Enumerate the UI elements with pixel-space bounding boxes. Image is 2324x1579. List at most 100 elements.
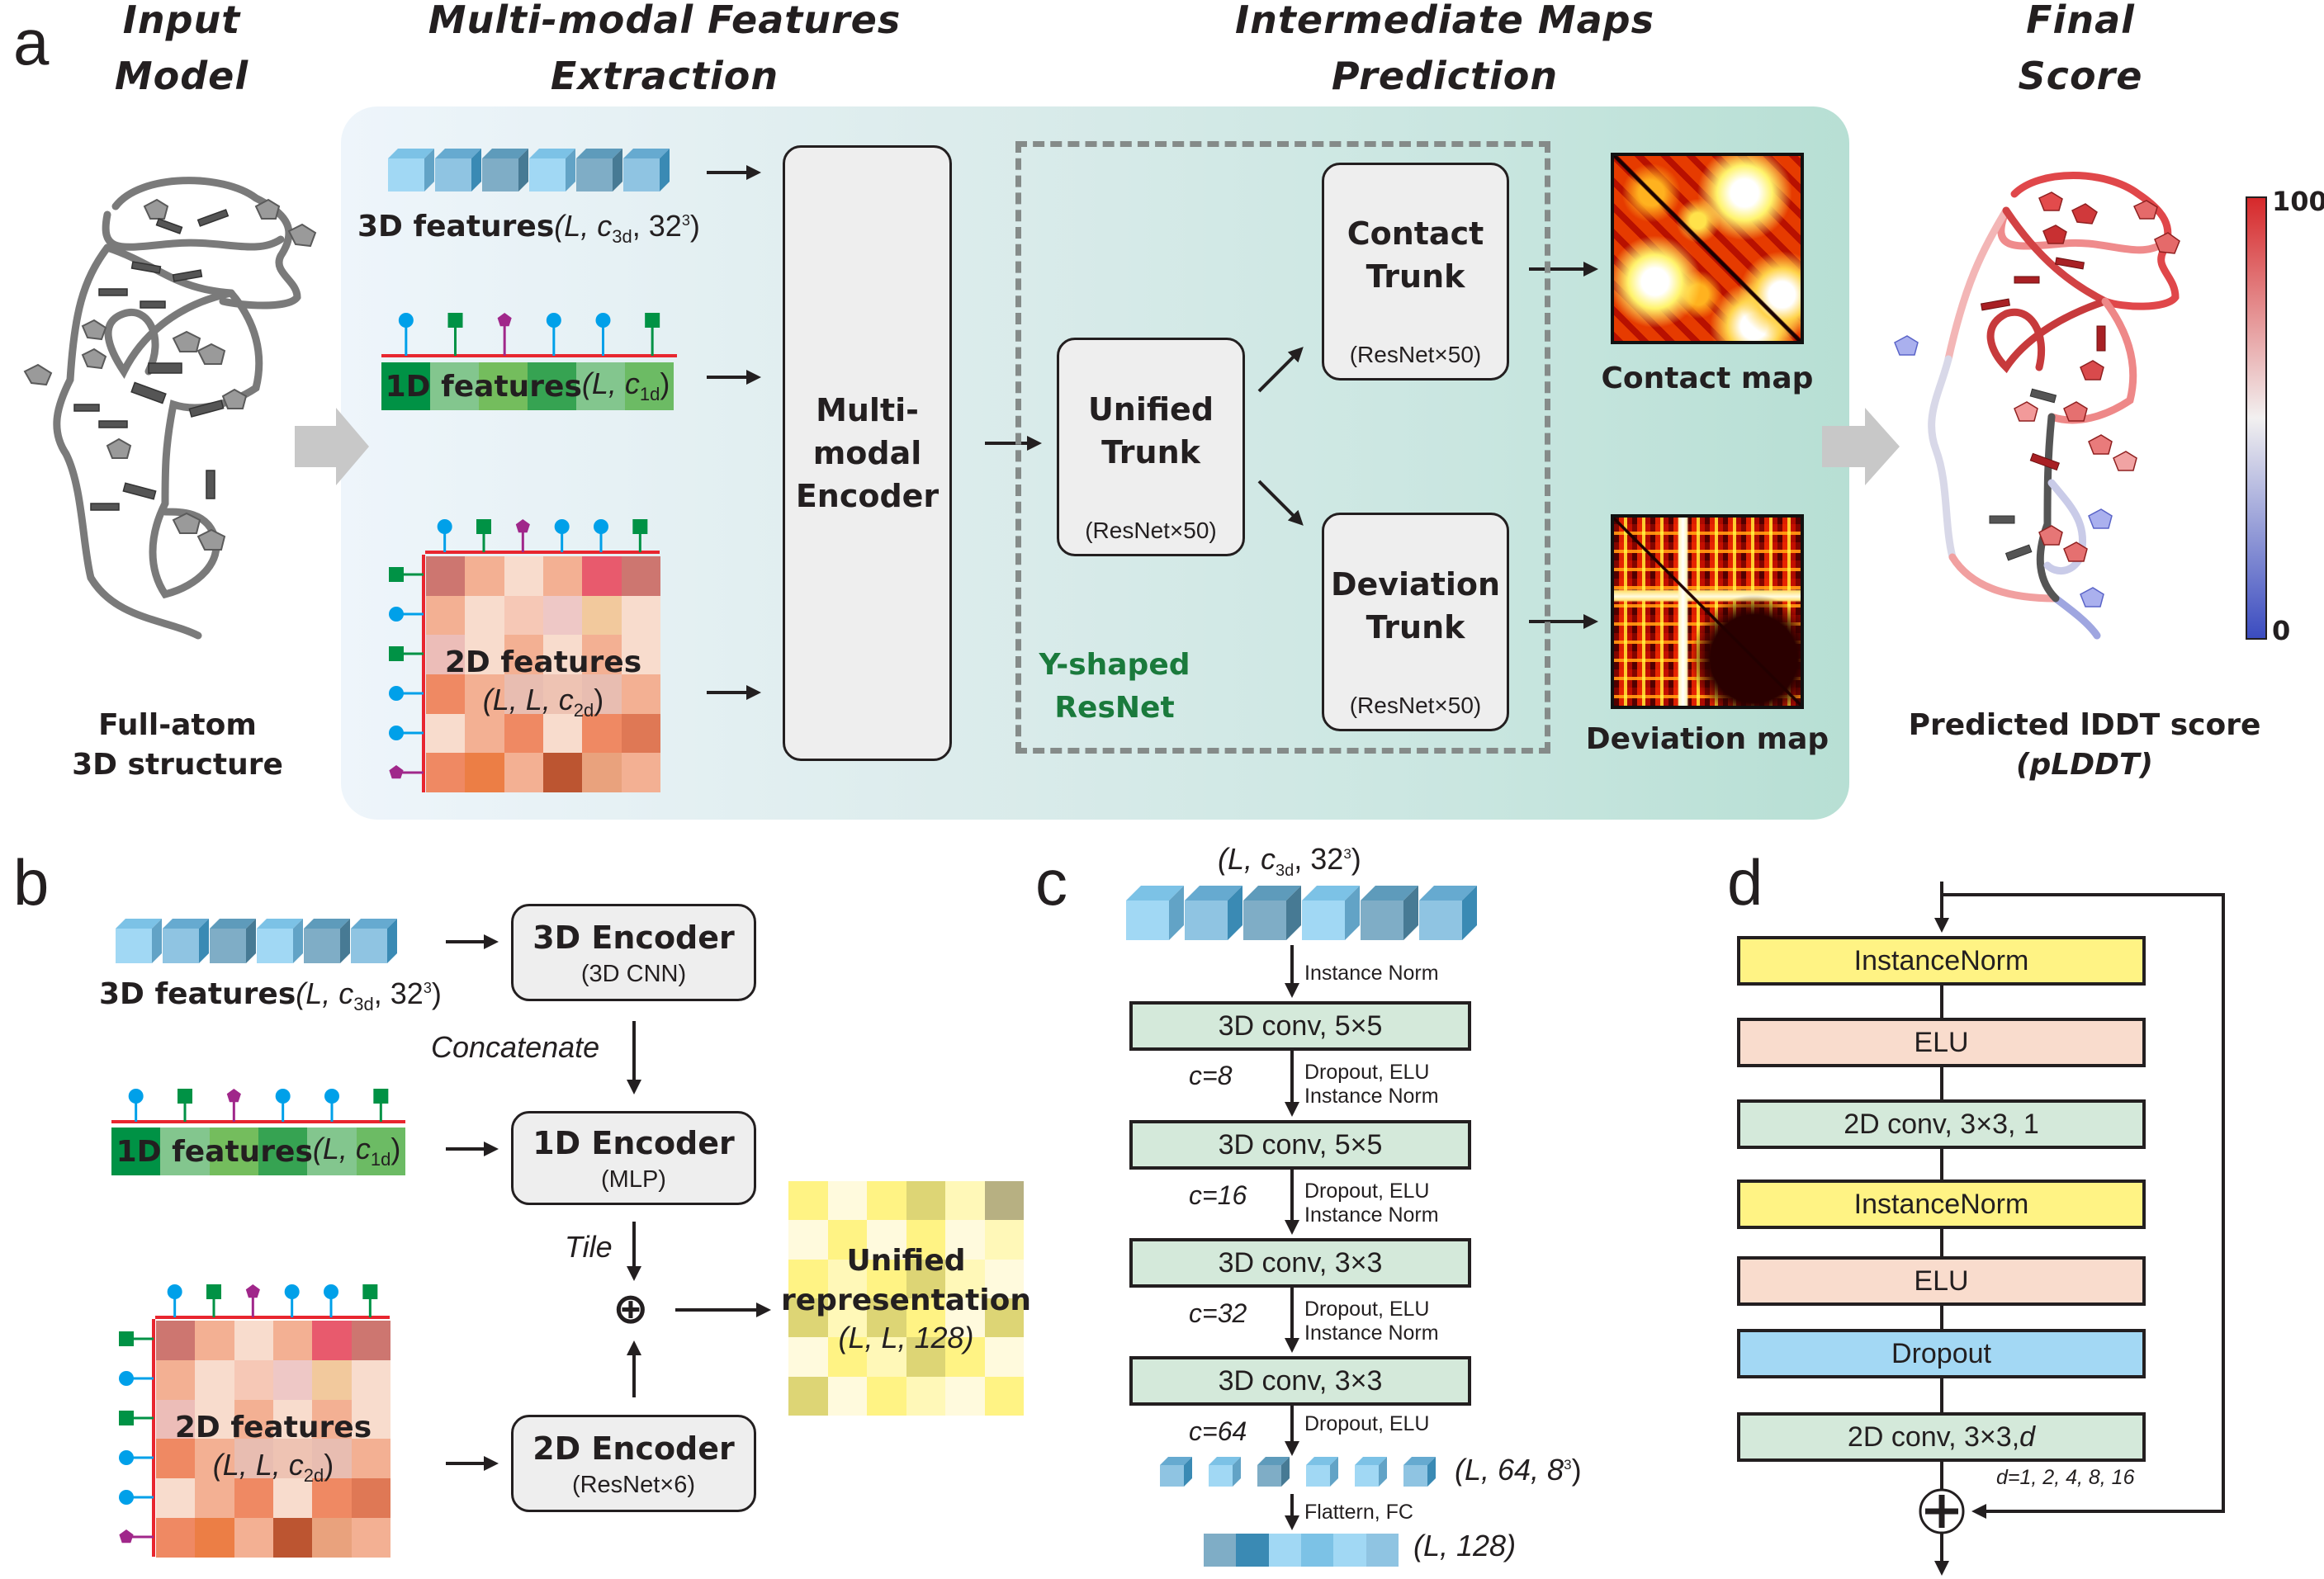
bar-segment [1333,1534,1366,1567]
shape-args: (L, 64, 8 [1455,1453,1564,1487]
trunk-sub: (ResNet×50) [1349,693,1482,718]
feat-name: 3D features [99,977,296,1011]
bar-1d-features-b: 1D features(L, c1d) [111,1128,405,1175]
feature-cube [1361,886,1418,940]
grid-cell [195,1518,234,1558]
feature-cube [576,149,622,191]
grid-cell [867,1259,906,1298]
grid-unified-representation [788,1181,1024,1416]
trunk-title: Contact [1347,215,1484,252]
grid-cell [426,713,466,754]
label-2d-features-a: 2D features (L, L, c2d) [426,556,660,792]
feat-name: 2D features [174,1410,372,1444]
y-shaped-resnet-frame [1015,141,1550,754]
step-op: Instance Norm [1304,962,1439,985]
grid-cell [234,1439,273,1479]
grid-cell [542,713,583,754]
shape-close: ) [1351,842,1361,876]
grid-cell [582,753,622,792]
channel-count: c=64 [1189,1416,1247,1446]
grid-cell [621,635,660,674]
feat-sub: 2d [303,1465,324,1487]
panel-c-input-shape: (L, c3d, 323) [1218,842,1361,881]
big-arrow-right [1822,408,1900,485]
encoder-title: 3D Encoder [532,920,735,956]
header-line: Input [122,0,241,42]
shape-rest: , 32 [1294,842,1344,876]
grid-cell [426,635,466,674]
feat-args: (L, c [554,209,613,243]
label-3d-features-b: 3D features(L, c3d, 323) [99,968,442,1024]
contact-trunk-box: Contact Trunk (ResNet×50) [1322,163,1509,381]
grid-cell [195,1439,234,1479]
stems-2d-top-b [155,1284,390,1319]
label-1d-features-a: 1D features(L, c1d) [381,362,674,410]
panel-a-letter: a [13,6,50,78]
grid-cell [827,1337,867,1377]
grid-cell [582,674,622,714]
grid-cell [465,595,504,636]
feature-cube [1209,1457,1241,1487]
grid-cell [156,1478,196,1519]
grid-cell [156,1439,196,1479]
grid-cell [867,1376,906,1416]
flat-bar-output [1204,1534,1399,1567]
feat-sub: 2d [573,700,594,721]
grid-cell [504,674,543,714]
conv-block: 3D conv, 5×5 [1129,1120,1471,1170]
grid-cell [945,1298,985,1338]
plddt-colored-rna-structure [1894,172,2180,640]
unified-title: Unified [846,1244,966,1278]
trunk-sub: (ResNet×50) [1085,518,1217,543]
grid-cell [788,1337,828,1377]
cubes-3d-a [388,149,670,191]
grid-cell [195,1399,234,1440]
bar-segment [258,1128,308,1175]
residual-layer-block: ELU [1737,1256,2146,1306]
grid-cell [351,1399,390,1440]
residual-layer-block: InstanceNorm [1737,1180,2146,1229]
step-op: Instance Norm [1304,1203,1439,1227]
feat-rest: , 32 [632,209,682,243]
grid-cell [867,1337,906,1377]
header-line: Model [114,54,249,98]
concatenate-label: Concatenate [431,1030,600,1064]
grid-cell [827,1259,867,1298]
panel-d-letter: d [1727,846,1763,919]
final-shape: (L, 128) [1413,1529,1517,1562]
channel-count: c=8 [1189,1061,1233,1090]
input-rna-structure [23,177,317,640]
grid-cell [504,595,543,636]
shape-sub: 3d [1276,862,1295,881]
grid-cell [984,1259,1024,1298]
grid-cell [351,1359,390,1400]
grid-cell [906,1376,945,1416]
grid-cell [426,674,466,714]
channel-count: c=32 [1189,1298,1247,1328]
deviation-map-label: Deviation map [1585,722,1829,756]
conv-block: 3D conv, 3×3 [1129,1238,1471,1288]
grid-cell [156,1518,196,1558]
header-line: Extraction [550,54,779,98]
feat-args: (L, L, c [212,1447,304,1482]
bar-segment [1204,1534,1237,1567]
grid-cell [351,1321,390,1360]
feat-sub: 1d [370,1149,391,1170]
grid-cell [465,753,504,792]
shape-sup: 3 [1343,846,1351,862]
contact-map-image [1611,153,1804,344]
grid-cell [867,1181,906,1221]
grid-cell [945,1376,985,1416]
grid-cell [504,713,543,754]
grid-cell [272,1439,313,1479]
multimodal-encoder-box: Multi- modal Encoder [783,145,952,761]
grid-cell [621,753,660,792]
grid-cell [945,1337,985,1377]
grid-cell [195,1321,234,1360]
feat-sub: 3d [612,226,632,248]
grid-cell [542,635,583,674]
y-shaped-resnet-label: Y-shaped ResNet [1032,644,1197,730]
stems-2d-left-b [119,1319,155,1557]
grid-cell [351,1478,390,1519]
